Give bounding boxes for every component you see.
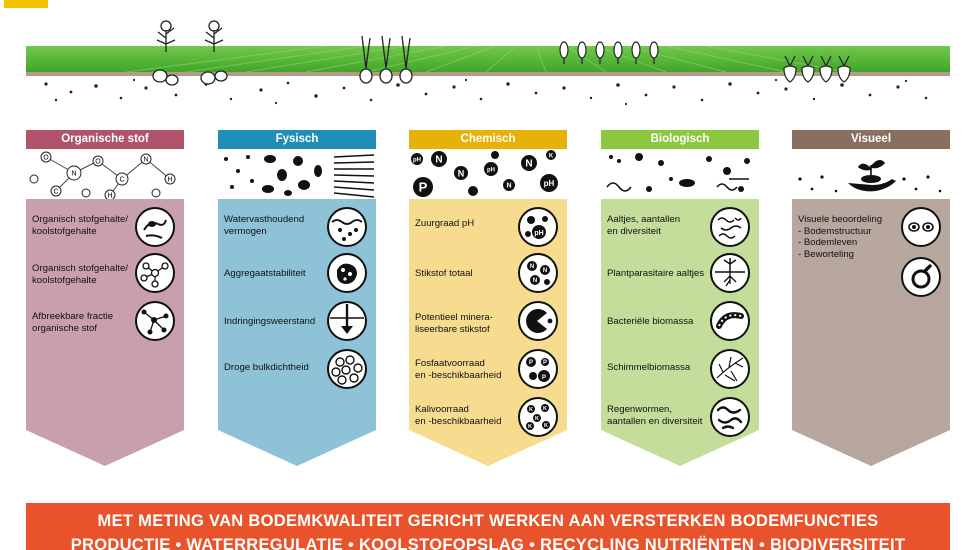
svg-text:H: H: [107, 193, 112, 200]
soil-life-art: [601, 149, 759, 199]
item-label: Plantparasitaire aaltjes: [607, 268, 705, 279]
svg-text:pH: pH: [534, 230, 543, 237]
svg-text:N: N: [506, 183, 511, 190]
svg-text:P: P: [419, 180, 428, 195]
svg-text:P: P: [542, 375, 546, 381]
soil-particles-art: [218, 149, 376, 199]
item-label: Stikstof totaal: [415, 268, 473, 279]
svg-text:K: K: [544, 423, 548, 429]
bacteria-icon: [710, 301, 750, 341]
svg-text:pH: pH: [487, 168, 495, 174]
field-illustration: [26, 20, 950, 110]
svg-text:P: P: [543, 360, 547, 366]
item-label: Droge bulkdichtheid: [224, 362, 309, 373]
svg-text:N: N: [530, 264, 534, 270]
item-label: Organisch stofgehalte/koolstofgehalte: [32, 263, 128, 286]
svg-text:N: N: [543, 268, 547, 274]
fungi-icon: [710, 349, 750, 389]
item-label: Aggregaatstabiliteit: [224, 268, 306, 279]
item-label: Regenwormen,aantallen en diversiteit: [607, 404, 703, 427]
item-label: Schimmelbiomassa: [607, 362, 691, 373]
eyes-icon: [901, 207, 941, 247]
earthworm-icon: [710, 397, 750, 437]
svg-text:K: K: [535, 416, 539, 422]
plant-parasite-icon: [710, 253, 750, 293]
column-header: Visueel: [792, 130, 950, 149]
svg-text:H: H: [167, 177, 172, 184]
svg-text:K: K: [549, 154, 554, 160]
mineralisable-nitrogen-icon: [518, 301, 558, 341]
item-label: Visuele beoordeling- Bodemstructuur- Bod…: [798, 214, 883, 260]
item-label: Potentieel minera-liseerbare stikstof: [415, 312, 493, 335]
svg-text:N: N: [71, 171, 76, 178]
item-label: Bacteriële biomassa: [607, 316, 694, 327]
svg-text:N: N: [533, 278, 537, 284]
aggregate-icon: [327, 253, 367, 293]
svg-text:N: N: [458, 169, 465, 179]
svg-text:N: N: [435, 155, 442, 166]
corner-accent: [4, 0, 48, 8]
svg-text:O: O: [95, 159, 101, 166]
nitrogen-icon: NNN: [518, 253, 558, 293]
penetration-icon: [327, 301, 367, 341]
column-header: Biologisch: [601, 130, 759, 149]
item-label: Indringingsweerstand: [224, 316, 316, 327]
banner-title: MET METING VAN BODEMKWALITEIT GERICHT WE…: [97, 512, 879, 530]
svg-text:K: K: [528, 424, 532, 430]
bottom-banner: MET METING VAN BODEMKWALITEIT GERICHT WE…: [26, 503, 950, 550]
bulk-density-icon: [327, 349, 367, 389]
column-header: Fysisch: [218, 130, 376, 149]
svg-text:P: P: [529, 360, 533, 366]
hand-plant-art: [792, 149, 950, 199]
column-organische-stof: Organische stof O N O C N H C H Organisc…: [26, 130, 184, 496]
svg-text:pH: pH: [413, 158, 421, 164]
degradable-fraction-icon: [135, 301, 175, 341]
magnifier-icon: [901, 257, 941, 297]
svg-text:O: O: [43, 155, 49, 162]
nematode-icon: [710, 207, 750, 247]
carbon-network-icon: [135, 253, 175, 293]
water-holding-icon: [327, 207, 367, 247]
svg-text:pH: pH: [544, 179, 555, 188]
svg-text:N: N: [525, 159, 532, 170]
chemical-elements-art: pH N P N pH N N K pH: [409, 149, 567, 199]
svg-text:C: C: [53, 189, 58, 196]
svg-text:C: C: [119, 177, 124, 184]
phosphate-icon: P P P: [518, 349, 558, 389]
ph-icon: pH: [518, 207, 558, 247]
column-header: Chemisch: [409, 130, 567, 149]
column-chemisch: Chemisch pH N P N pH N N K pH Zuurgraad …: [409, 130, 567, 496]
svg-text:N: N: [143, 157, 148, 164]
item-label: Zuurgraad pH: [415, 218, 475, 229]
item-label: Organisch stofgehalte/koolstofgehalte: [32, 214, 128, 237]
banner-functions: PRODUCTIE • WATERREGULATIE • KOOLSTOFOPS…: [70, 536, 906, 550]
svg-text:K: K: [543, 406, 547, 412]
molecule-art: O N O C N H C H: [26, 149, 184, 199]
organic-matter-icon: [135, 207, 175, 247]
svg-text:K: K: [529, 407, 533, 413]
column-visueel: Visueel Visuele beoordeling- Bodemstruct…: [792, 130, 950, 496]
column-header: Organische stof: [26, 130, 184, 149]
